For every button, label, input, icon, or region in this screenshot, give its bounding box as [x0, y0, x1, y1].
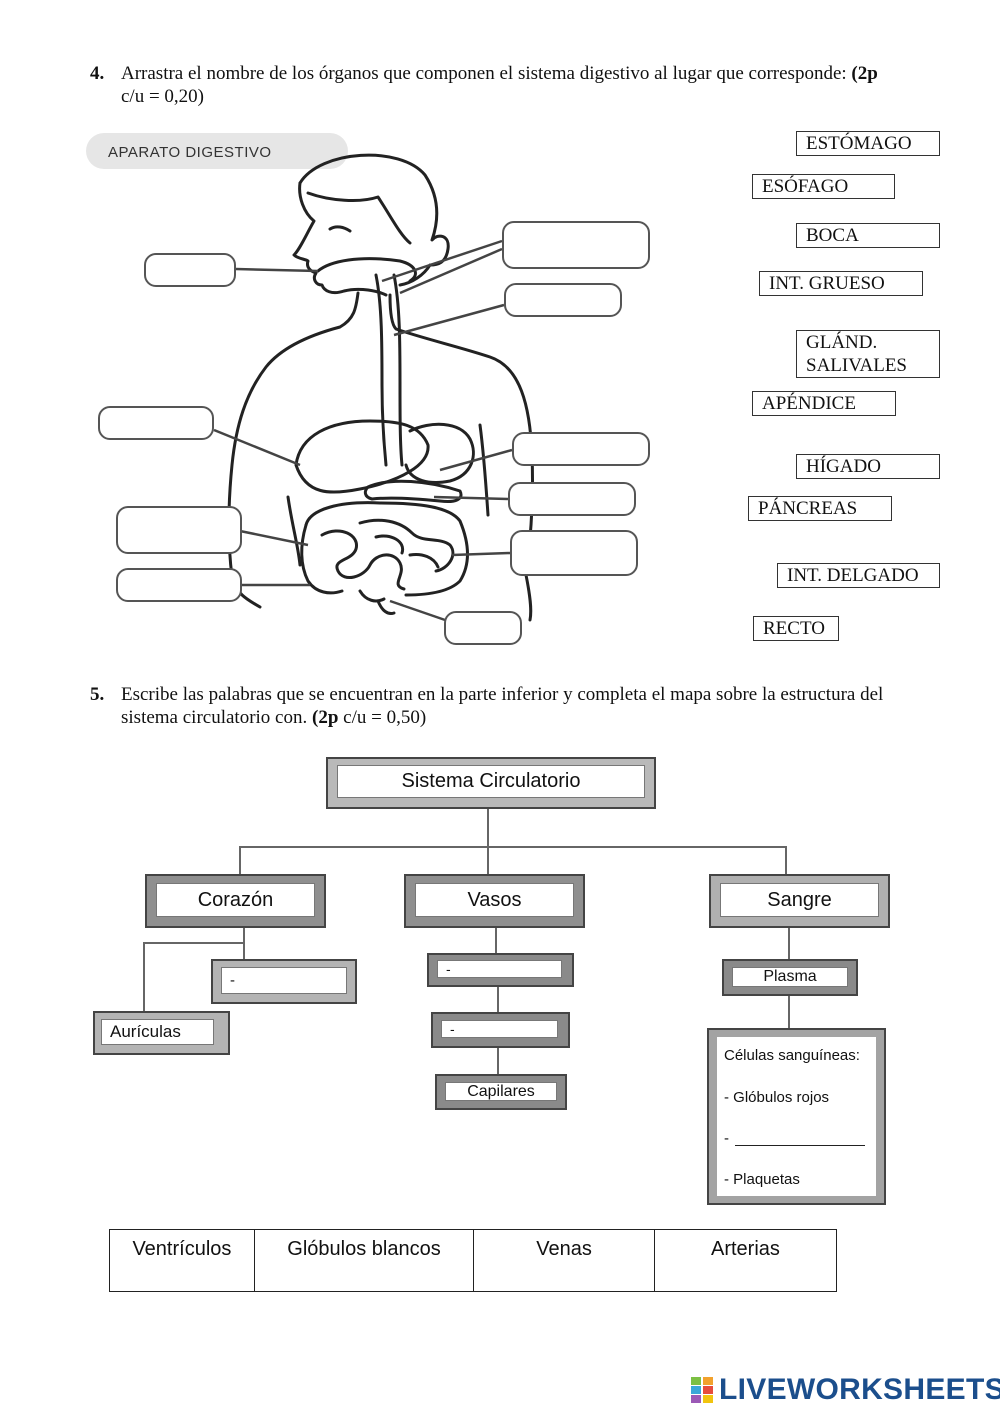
cells-item-globulos-rojos: - Glóbulos rojos	[724, 1089, 829, 1106]
connector	[497, 1047, 499, 1075]
connector	[487, 846, 489, 874]
blank-boca[interactable]	[144, 253, 236, 287]
connector	[495, 926, 497, 954]
map-vasos-blank-1: -	[427, 953, 574, 987]
table-row: Ventrículos Glóbulos blancos Venas Arter…	[110, 1230, 837, 1292]
cells-item-plaquetas: - Plaquetas	[724, 1171, 800, 1188]
map-vasos-label: Vasos	[415, 883, 574, 917]
blank-glandulas-salivales[interactable]	[502, 221, 650, 269]
points-label: (2p	[312, 707, 338, 728]
word-venas[interactable]: Venas	[474, 1230, 655, 1292]
word-globulos-blancos[interactable]: Glóbulos blancos	[254, 1230, 473, 1292]
connector	[788, 996, 790, 1028]
word-arterias[interactable]: Arterias	[654, 1230, 836, 1292]
diagram-title: APARATO DIGESTIVO	[108, 144, 272, 161]
blank-recto[interactable]	[444, 611, 522, 645]
map-plasma: Plasma	[722, 959, 858, 996]
connector	[239, 846, 241, 874]
blank-intestino-delgado[interactable]	[510, 530, 638, 576]
map-root-label: Sistema Circulatorio	[337, 765, 645, 798]
word-ventriculos[interactable]: Ventrículos	[110, 1230, 255, 1292]
map-corazon-blank-input[interactable]: -	[221, 967, 347, 994]
word-gland-salivales[interactable]: GLÁND. SALIVALES	[796, 330, 940, 378]
map-capilares: Capilares	[435, 1074, 567, 1110]
connector	[788, 928, 790, 960]
cells-item-blank-dash: -	[724, 1130, 729, 1147]
points-label: (2p	[851, 63, 877, 84]
word-int-grueso[interactable]: INT. GRUESO	[759, 271, 923, 296]
connector	[143, 942, 245, 944]
map-corazon-label: Corazón	[156, 883, 315, 917]
connector	[497, 986, 499, 1013]
word-boca[interactable]: BOCA	[796, 223, 940, 248]
question-5: 5. Escribe las palabras que se encuentra…	[90, 683, 945, 729]
cells-title: Células sanguíneas:	[724, 1047, 860, 1064]
question-prompt: Arrastra el nombre de los órganos que co…	[121, 63, 847, 84]
blank-pancreas[interactable]	[508, 482, 636, 516]
digestive-system-diagram	[60, 125, 680, 660]
question-number: 5.	[90, 683, 104, 706]
liveworksheets-logo: LIVEWORKSHEETS	[691, 1373, 1000, 1407]
word-higado[interactable]: HÍGADO	[796, 454, 940, 479]
map-corazon: Corazón	[145, 874, 326, 928]
blank-apendice[interactable]	[116, 568, 242, 602]
blank-estomago[interactable]	[512, 432, 650, 466]
map-sangre: Sangre	[709, 874, 890, 928]
map-vasos: Vasos	[404, 874, 585, 928]
blank-higado[interactable]	[98, 406, 214, 440]
map-capilares-label: Capilares	[445, 1082, 557, 1101]
connector	[239, 846, 787, 848]
connector	[243, 942, 245, 960]
word-esofago[interactable]: ESÓFAGO	[752, 174, 895, 199]
question-text: Arrastra el nombre de los órganos que co…	[121, 62, 945, 108]
map-root: Sistema Circulatorio	[326, 757, 656, 809]
question-number: 4.	[90, 62, 104, 85]
word-estomago[interactable]: ESTÓMAGO	[796, 131, 940, 156]
connector	[143, 942, 145, 1012]
map-plasma-label: Plasma	[732, 967, 848, 987]
connector	[785, 846, 787, 874]
map-celulas-content: Células sanguíneas: - Glóbulos rojos - -…	[717, 1037, 876, 1196]
cells-blank-line[interactable]	[735, 1145, 865, 1146]
logo-icon	[691, 1377, 713, 1403]
question-4: 4. Arrastra el nombre de los órganos que…	[90, 62, 945, 108]
map-vasos-blank-2: -	[431, 1012, 570, 1048]
connector	[487, 808, 489, 848]
points-detail: c/u = 0,20)	[121, 86, 204, 107]
map-vasos-blank-2-input[interactable]: -	[441, 1020, 558, 1038]
blank-intestino-grueso[interactable]	[116, 506, 242, 554]
word-apendice[interactable]: APÉNDICE	[752, 391, 896, 416]
word-int-delgado[interactable]: INT. DELGADO	[777, 563, 940, 588]
word-recto[interactable]: RECTO	[753, 616, 839, 641]
map-corazon-blank: -	[211, 959, 357, 1004]
answer-word-table: Ventrículos Glóbulos blancos Venas Arter…	[109, 1229, 837, 1292]
map-vasos-blank-1-input[interactable]: -	[437, 960, 562, 978]
connector	[243, 926, 245, 943]
map-auriculas-label: Aurículas	[101, 1019, 214, 1045]
logo-text: LIVEWORKSHEETS	[719, 1373, 1000, 1407]
map-sangre-label: Sangre	[720, 883, 879, 917]
blank-esofago[interactable]	[504, 283, 622, 317]
points-detail: c/u = 0,50)	[343, 707, 426, 728]
map-celulas: Células sanguíneas: - Glóbulos rojos - -…	[707, 1028, 886, 1205]
map-auriculas: Aurículas	[93, 1011, 230, 1055]
question-prompt: Escribe las palabras que se encuentran e…	[121, 684, 883, 728]
question-text: Escribe las palabras que se encuentran e…	[121, 683, 945, 729]
word-pancreas[interactable]: PÁNCREAS	[748, 496, 892, 521]
